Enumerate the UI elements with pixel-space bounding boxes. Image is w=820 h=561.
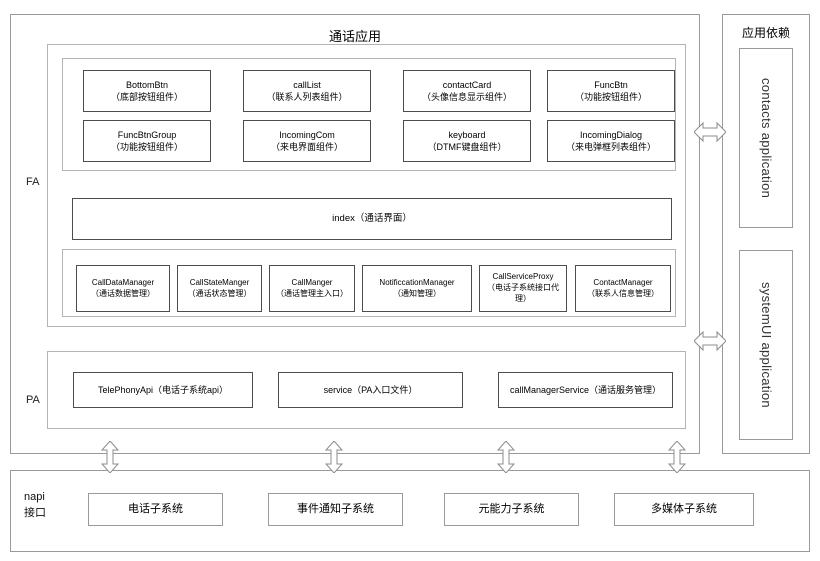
dependency-label: contacts application <box>758 77 774 199</box>
component-name: IncomingDialog <box>579 129 643 140</box>
manager-name: CallServiceProxy <box>492 272 554 282</box>
connector-arrow-ability <box>497 441 515 473</box>
component-name: contactCard <box>442 79 492 90</box>
napi-interface-label: napi 接口 <box>24 490 70 522</box>
pa-service-label: callManagerService（通话服务管理） <box>509 384 662 395</box>
component-name: BottomBtn <box>125 79 168 90</box>
manager-box-notificationmanager[interactable]: NotificcationManager （通知管理） <box>362 265 472 312</box>
manager-name: CallStateManger <box>189 277 250 287</box>
component-name: keyboard <box>448 129 486 140</box>
manager-desc: （通话数据管理） <box>91 288 155 298</box>
manager-name: CallManger <box>291 277 333 287</box>
pa-box-telephonyapi[interactable]: TelePhonyApi（电话子系统api） <box>73 372 253 408</box>
component-box-calllist[interactable]: callList （联系人列表组件） <box>243 70 371 112</box>
manager-box-callmanger[interactable]: CallManger （通话管理主入口） <box>269 265 355 312</box>
manager-desc: （通话管理主入口） <box>276 288 348 298</box>
component-desc: （联系人列表组件） <box>266 92 348 102</box>
pa-box-service[interactable]: service（PA入口文件） <box>278 372 463 408</box>
subsystem-box-telephony[interactable]: 电话子系统 <box>88 493 223 526</box>
component-name: FuncBtn <box>594 79 628 90</box>
component-box-contactcard[interactable]: contactCard （头像信息显示组件） <box>403 70 531 112</box>
component-box-funcbtngroup[interactable]: FuncBtnGroup （功能按钮组件） <box>83 120 211 162</box>
napi-label-line2: 接口 <box>24 506 46 519</box>
component-box-incomingcom[interactable]: IncomingCom （来电界面组件） <box>243 120 371 162</box>
subsystem-label: 多媒体子系统 <box>651 503 717 516</box>
pa-box-callmanagerservice[interactable]: callManagerService（通话服务管理） <box>498 372 673 408</box>
diagram-title: 通话应用 <box>328 29 381 44</box>
connector-arrow-contacts-dependency <box>694 121 726 143</box>
subsystem-label: 事件通知子系统 <box>297 503 374 516</box>
connector-arrow-telephony <box>101 441 119 473</box>
subsystem-box-ability[interactable]: 元能力子系统 <box>444 493 579 526</box>
pa-service-label: TelePhonyApi（电话子系统api） <box>97 384 229 395</box>
manager-desc: （通知管理） <box>393 288 441 298</box>
pa-layer-label: PA <box>26 394 40 406</box>
connector-arrow-systemui-dependency <box>694 330 726 352</box>
component-name: FuncBtnGroup <box>117 129 177 140</box>
connector-arrow-notification <box>325 441 343 473</box>
manager-name: NotificcationManager <box>379 277 455 287</box>
manager-box-calldatamanager[interactable]: CallDataManager （通话数据管理） <box>76 265 170 312</box>
manager-name: ContactManager <box>593 277 653 287</box>
subsystem-label: 电话子系统 <box>128 503 183 516</box>
app-dependency-title: 应用依赖 <box>741 26 790 40</box>
manager-desc: （通话状态管理） <box>187 288 252 298</box>
subsystem-label: 元能力子系统 <box>478 503 545 516</box>
dependency-box-systemui-application[interactable]: systemUI application <box>739 250 793 440</box>
manager-box-callserviceproxy[interactable]: CallServiceProxy （电话子系统接口代理） <box>479 265 567 312</box>
dependency-box-contacts-application[interactable]: contacts application <box>739 48 793 228</box>
component-box-funcbtn[interactable]: FuncBtn （功能按钮组件） <box>547 70 675 112</box>
subsystem-box-notification[interactable]: 事件通知子系统 <box>268 493 403 526</box>
component-name: callList <box>293 79 321 90</box>
component-box-bottombtn[interactable]: BottomBtn （底部按钮组件） <box>83 70 211 112</box>
component-desc: （头像信息显示组件） <box>421 92 512 102</box>
manager-box-callstatemanger[interactable]: CallStateManger （通话状态管理） <box>177 265 262 312</box>
index-page-box[interactable]: index（通话界面） <box>72 198 672 240</box>
manager-name: CallDataManager <box>91 277 155 287</box>
manager-desc: （电话子系统接口代理） <box>487 283 559 303</box>
component-box-keyboard[interactable]: keyboard （DTMF键盘组件） <box>403 120 531 162</box>
component-box-incomingdialog[interactable]: IncomingDialog （来电弹框列表组件） <box>547 120 675 162</box>
fa-layer-label: FA <box>26 176 40 188</box>
component-desc: （功能按钮组件） <box>110 142 183 152</box>
component-desc: （底部按钮组件） <box>110 92 183 102</box>
pa-service-label: service（PA入口文件） <box>323 384 418 395</box>
dependency-label: systemUI application <box>758 282 774 408</box>
manager-box-contactmanager[interactable]: ContactManager （联系人信息管理） <box>575 265 671 312</box>
component-desc: （DTMF键盘组件） <box>427 142 507 152</box>
component-desc: （来电界面组件） <box>270 142 343 152</box>
index-label: index（通话界面） <box>332 212 412 224</box>
subsystem-box-multimedia[interactable]: 多媒体子系统 <box>614 493 754 526</box>
component-name: IncomingCom <box>279 129 335 140</box>
connector-arrow-multimedia <box>668 441 686 473</box>
manager-desc: （联系人信息管理） <box>587 288 659 298</box>
component-desc: （来电弹框列表组件） <box>565 142 656 152</box>
napi-label-line1: napi <box>24 491 45 503</box>
component-desc: （功能按钮组件） <box>574 92 647 102</box>
